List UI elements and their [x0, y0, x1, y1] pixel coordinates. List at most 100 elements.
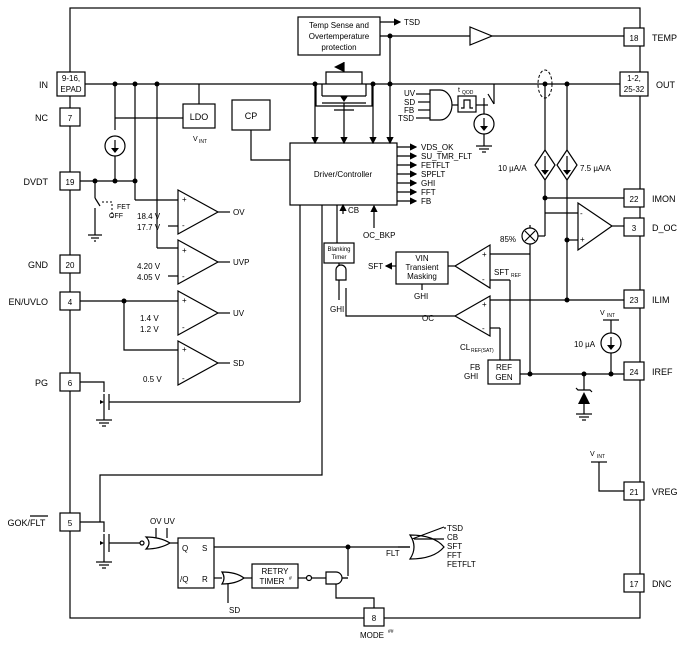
driver-outputs: VDS_OK SU_TMR_FLT FETFLT SPFLT GHI FFT F…	[397, 143, 472, 206]
power-mosfet	[315, 62, 373, 118]
pin-gnd-number: 20	[66, 261, 75, 270]
pin-d-oc-label: D_OC	[652, 223, 678, 233]
pin-mode-number: 8	[372, 614, 377, 623]
fft-label: FFT	[421, 188, 436, 197]
ldo-block: LDO V INT	[182, 103, 216, 145]
pin-d-oc: 3 D_OC	[623, 217, 678, 237]
refgen-text-1: REF	[496, 363, 512, 372]
qod-logic: UV SD FB TSD t QOD	[398, 84, 495, 153]
latch-qbar: /Q	[180, 575, 188, 584]
chip-boundary	[69, 7, 641, 619]
svg-text:-: -	[580, 209, 583, 218]
blanking-text-2: Timer	[331, 255, 346, 261]
blanking-timer: Blanking Timer	[323, 242, 355, 264]
sr-latch: Q S /Q R	[177, 537, 215, 589]
vin-ghi-label: GHI	[414, 292, 428, 301]
refgen-ghi: GHI	[464, 372, 478, 381]
refgen-text-2: GEN	[495, 373, 513, 382]
pin-gok-flt-number: 5	[68, 519, 73, 528]
oc-bkp-label: OC_BKP	[363, 231, 395, 240]
sft-out-label: SFT	[368, 262, 383, 271]
qod-fb: FB	[404, 106, 414, 115]
flt-in-sft: SFT	[447, 542, 462, 551]
svg-text:-: -	[182, 272, 185, 281]
tsd-label: TSD	[404, 18, 420, 27]
pin-nc: 7 NC	[35, 107, 81, 127]
blanking-and-gate	[335, 264, 347, 281]
blanking-ghi: GHI	[330, 305, 344, 314]
pct85-label: 85%	[500, 235, 516, 244]
ref-gen-block: REF GEN	[487, 359, 521, 385]
pin-en-uvlo: 4 EN/UVLO	[8, 291, 81, 311]
ov-comparator: + - OV 18.4 V 17.7 V	[137, 188, 245, 236]
flt-label: FLT	[386, 549, 400, 558]
latch-sd: SD	[229, 606, 240, 615]
oc-comparator	[453, 294, 491, 338]
svg-text:+: +	[182, 195, 187, 204]
driver-controller: Driver/Controller	[289, 142, 398, 206]
flt-in-fetflt: FETFLT	[447, 560, 476, 569]
svg-text:+: +	[182, 296, 187, 305]
pin-dnc-label: DNC	[652, 579, 672, 589]
uvp-comparator: + - UVP 4.20 V 4.05 V	[137, 238, 249, 286]
pin-gok-flt-label-a: GOK/	[7, 518, 30, 528]
pin-vreg-label: VREG	[652, 487, 678, 497]
cp-label: CP	[245, 111, 258, 121]
pin-d-oc-number: 3	[632, 224, 637, 233]
pin-dvdt: 19 DVDT	[24, 171, 81, 191]
iref-current-label: 10 µA	[574, 340, 596, 349]
uvp-th2: 4.05 V	[137, 273, 161, 282]
vin-text-2: Transient	[405, 263, 439, 272]
retry-text-1: RETRY	[262, 567, 290, 576]
latch-r: R	[202, 575, 208, 584]
uv-label: UV	[233, 309, 245, 318]
pin-mode-sup: ##	[388, 629, 394, 635]
refgen-fb: FB	[470, 363, 480, 372]
pin-mode-label: MODE	[360, 631, 384, 640]
pin-out-label: OUT	[656, 80, 676, 90]
svg-text:-: -	[182, 221, 185, 230]
sft-comparator	[453, 243, 491, 290]
uv-comparator: + - UV 1.4 V 1.2 V	[80, 289, 245, 337]
uvp-label: UVP	[233, 258, 249, 267]
ldo-vint-sub: INT	[199, 139, 207, 145]
pin-vreg: 21 VREG	[623, 481, 678, 501]
pin-pg-label: PG	[35, 378, 48, 388]
pin-temp-label: TEMP	[652, 33, 677, 43]
pin-gok-flt-label-b: FLT	[30, 518, 46, 528]
pin-in-number-line2: EPAD	[60, 85, 81, 94]
pin-imon-label: IMON	[652, 194, 676, 204]
pin-en-uvlo-label: EN/UVLO	[8, 297, 48, 307]
pin-out-number-line2: 25-32	[624, 85, 645, 94]
pin-mode: 8 MODE ##	[360, 607, 394, 640]
pin-dnc-number: 17	[630, 580, 639, 589]
svg-text:+: +	[482, 300, 487, 309]
flt-in-fft: FFT	[447, 551, 462, 560]
pin-ilim-number: 23	[630, 296, 639, 305]
pin-imon-number: 22	[630, 195, 639, 204]
retry-timer: RETRY TIMER #	[251, 563, 299, 589]
pin-gok-flt: 5 GOK/ FLT	[7, 512, 81, 532]
vreg-vint-sub: INT	[597, 454, 605, 460]
pin-iref-number: 24	[630, 368, 639, 377]
fb-label: FB	[421, 197, 431, 206]
svg-text:-: -	[182, 323, 185, 332]
pin-in-label: IN	[39, 80, 48, 90]
ov-th2: 17.7 V	[137, 223, 161, 232]
pin-gnd: 20 GND	[28, 254, 81, 274]
fet-off-1: FET	[117, 204, 131, 211]
pin-temp-number: 18	[630, 34, 639, 43]
latch-q: Q	[182, 544, 188, 553]
flt-in-cb: CB	[447, 533, 458, 542]
sd-th1: 0.5 V	[143, 375, 162, 384]
gok-output-fet	[80, 205, 323, 569]
latch-or-gate	[220, 571, 246, 585]
pin-in-number-line1: 9-16,	[62, 74, 80, 83]
pin-in: 9-16, EPAD IN	[39, 71, 86, 97]
flt-inputs: TSD CB SFT FFT FETFLT	[411, 524, 476, 569]
flt-or-gate	[408, 534, 445, 560]
pin-dvdt-label: DVDT	[24, 177, 49, 187]
pin-out: 1-2, 25-32 OUT	[619, 71, 676, 97]
pin-nc-number: 7	[68, 114, 73, 123]
pin-gnd-label: GND	[28, 260, 49, 270]
